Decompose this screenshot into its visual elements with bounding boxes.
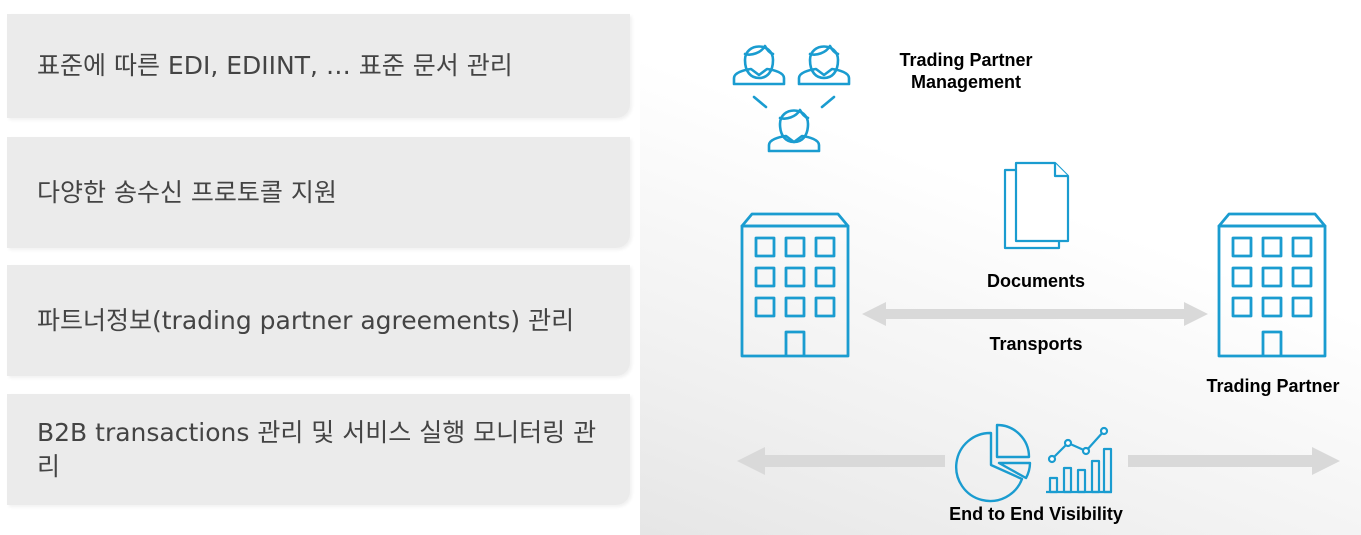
feature-box-edi: 표준에 따른 EDI, EDIINT, … 표준 문서 관리 <box>7 14 630 118</box>
building-icon <box>1217 212 1327 358</box>
feature-text: 파트너정보(trading partner agreements) 관리 <box>37 305 575 335</box>
building-icon <box>740 212 850 358</box>
visibility-right-arrow <box>1128 447 1340 475</box>
feature-text: 표준에 따른 EDI, EDIINT, … 표준 문서 관리 <box>37 51 513 80</box>
transports-label: Transports <box>989 334 1083 354</box>
visibility-left-arrow <box>737 447 945 475</box>
tpm-label: Trading Partner Management <box>899 50 1033 92</box>
feature-box-transactions: B2B transactions 관리 및 서비스 실행 모니터링 관리 <box>7 394 630 505</box>
feature-box-partner-info: 파트너정보(trading partner agreements) 관리 <box>7 265 630 376</box>
feature-box-protocols: 다양한 송수신 프로토콜 지원 <box>7 137 630 248</box>
feature-text: 다양한 송수신 프로토콜 지원 <box>37 177 337 207</box>
feature-text: B2B transactions 관리 및 서비스 실행 모니터링 관리 <box>37 417 597 481</box>
documents-label: Documents <box>986 271 1085 291</box>
documents-icon <box>1003 161 1070 250</box>
visibility-label: End to End Visibility <box>949 504 1123 524</box>
transport-double-arrow <box>862 302 1208 326</box>
users-icon <box>732 44 851 153</box>
pie-chart-icon <box>955 423 1032 503</box>
trading-partner-label: Trading Partner <box>1206 376 1340 396</box>
line-bar-chart-icon <box>1046 426 1113 494</box>
